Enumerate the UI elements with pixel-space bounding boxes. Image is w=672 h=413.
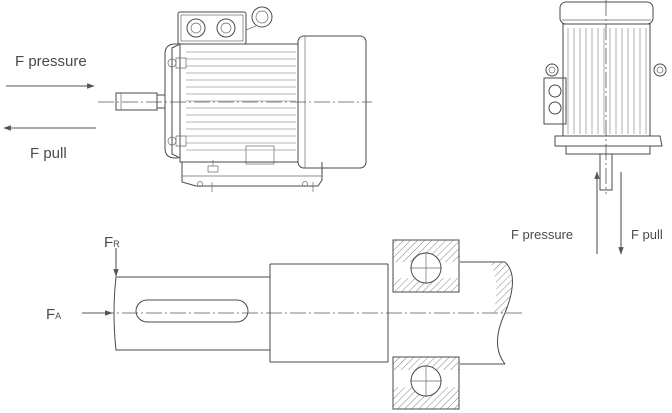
top-pressure-force: F pressure [511, 171, 600, 254]
bearing-upper [392, 239, 460, 293]
side-pull-label: F pull [30, 145, 67, 162]
motor-top-view [543, 0, 667, 194]
radial-force-label: FR [104, 234, 120, 251]
side-pressure-label: F pressure [15, 53, 87, 70]
axial-force-label: FA [46, 306, 61, 323]
axial-force: FA [46, 306, 113, 323]
bearing-lower [392, 356, 460, 410]
terminal-box [177, 6, 273, 45]
top-pull-force: F pull [618, 172, 663, 255]
motor-feet [181, 145, 323, 187]
shaft-detail [98, 261, 522, 365]
side-pull-force: F pull [3, 125, 96, 162]
cooling-fins-vertical [567, 28, 647, 134]
shaft-side [115, 92, 158, 111]
top-pull-label: F pull [631, 227, 663, 242]
motor-side-view [98, 6, 372, 192]
cooling-fins [186, 51, 296, 151]
fan-cover-side [297, 35, 367, 169]
radial-force: FR [104, 234, 120, 277]
top-pressure-label: F pressure [511, 227, 573, 242]
side-pressure-force: F pressure [6, 53, 95, 89]
